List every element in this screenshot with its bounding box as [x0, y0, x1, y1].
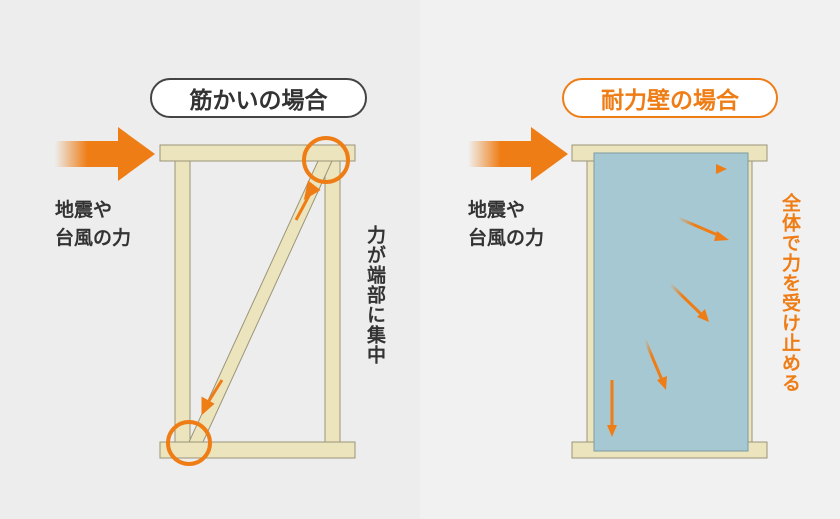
stress-circle-top	[302, 136, 350, 184]
stress-circle-bottom	[166, 420, 212, 466]
force-label-line2: 台風の力	[468, 227, 545, 249]
force-label-line1: 地震や	[55, 199, 113, 221]
force-arrow-left	[55, 127, 155, 181]
note-distributed: 全体で力を受け止める	[779, 193, 801, 393]
brace-arrows	[201, 180, 321, 416]
bearing-wall	[571, 144, 768, 459]
force-label-right: 地震や 台風の力	[468, 196, 544, 252]
force-arrow-right	[468, 127, 568, 181]
title-bearing-wall: 耐力壁の場合	[562, 78, 778, 118]
distributed-arrows	[607, 164, 729, 437]
title-brace: 筋かいの場合	[150, 78, 367, 118]
force-label-line1: 地震や	[468, 199, 526, 221]
brace-frame	[159, 144, 356, 459]
force-label-left: 地震や 台風の力	[55, 196, 131, 252]
wall-panel	[593, 152, 749, 452]
note-concentrated: 力が端部に集中	[364, 225, 386, 365]
force-label-line2: 台風の力	[55, 227, 132, 249]
